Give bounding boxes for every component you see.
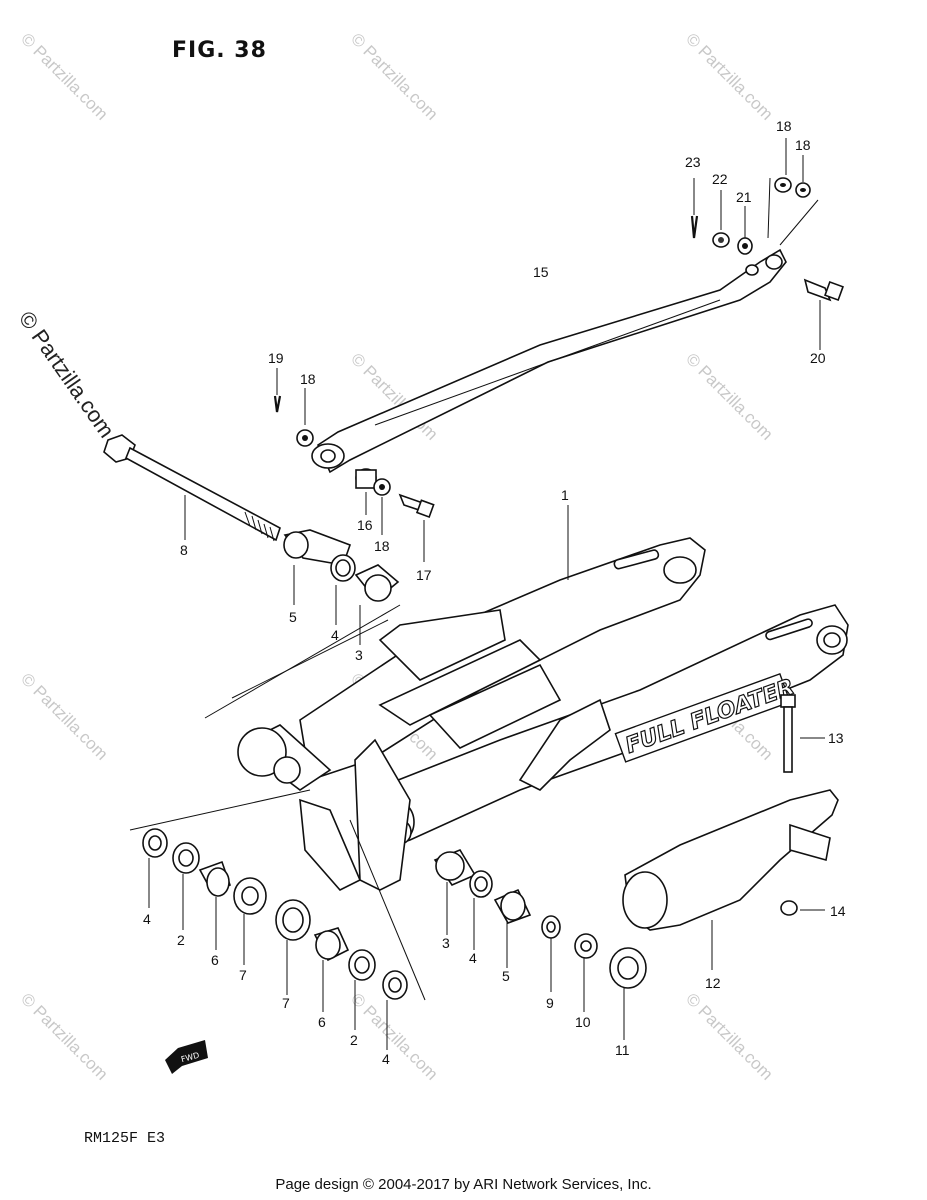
part-13-bolt — [780, 694, 825, 773]
parts-3-4-5-upper — [204, 529, 401, 719]
callout-3: 3 — [355, 647, 363, 663]
watermark: © Partzilla.com — [14, 307, 120, 443]
part-14-nut — [780, 900, 825, 916]
watermark: © Partzilla.com — [682, 29, 776, 123]
part-8-pivot-bolt — [103, 434, 281, 542]
watermark: © Partzilla.com — [347, 29, 441, 123]
model-code: RM125F E3 — [84, 1130, 166, 1147]
callout-4: 4 — [143, 911, 151, 927]
callout-2: 2 — [177, 932, 185, 948]
callout-7: 7 — [282, 995, 290, 1011]
parts-lower-right-stack — [433, 849, 647, 1040]
callout-18: 18 — [374, 538, 390, 554]
part-1-swingarm: FULL FLOATER — [237, 505, 849, 891]
callout-23: 23 — [685, 154, 701, 170]
callout-6: 6 — [318, 1014, 326, 1030]
watermark: © Partzilla.com — [17, 669, 111, 763]
callout-5: 5 — [289, 609, 297, 625]
callout-12: 12 — [705, 975, 721, 991]
callout-5: 5 — [502, 968, 510, 984]
callout-18: 18 — [300, 371, 316, 387]
callout-7: 7 — [239, 967, 247, 983]
callout-4: 4 — [331, 627, 339, 643]
watermark: © Partzilla.com — [682, 349, 776, 443]
part-20-bolt — [803, 278, 844, 350]
watermark: © Partzilla.com — [17, 29, 111, 123]
callout-labels: 1 15 23 22 21 18 18 20 19 18 16 18 17 8 … — [143, 118, 846, 1067]
callout-4: 4 — [469, 950, 477, 966]
callout-1: 1 — [561, 487, 569, 503]
callout-19: 19 — [268, 350, 284, 366]
parts-18-23-hardware — [690, 138, 844, 350]
callout-13: 13 — [828, 730, 844, 746]
watermark: © Partzilla.com — [347, 989, 441, 1083]
parts-lower-middle-stack — [275, 819, 426, 1050]
callout-18: 18 — [776, 118, 792, 134]
callout-21: 21 — [736, 189, 752, 205]
callout-6: 6 — [211, 952, 219, 968]
callout-3: 3 — [442, 935, 450, 951]
callout-8: 8 — [180, 542, 188, 558]
part-15-link-rod — [311, 248, 787, 474]
callout-11: 11 — [615, 1042, 630, 1058]
parts-lower-left-stack — [129, 789, 311, 965]
callout-14: 14 — [830, 903, 846, 919]
callout-4: 4 — [382, 1051, 390, 1067]
callout-22: 22 — [712, 171, 728, 187]
callout-16: 16 — [357, 517, 373, 533]
callout-20: 20 — [810, 350, 826, 366]
callout-10: 10 — [575, 1014, 591, 1030]
part-12-chain-guide — [622, 789, 839, 970]
part-17-bolt — [398, 493, 435, 562]
callout-17: 17 — [416, 567, 432, 583]
callout-2: 2 — [350, 1032, 358, 1048]
fwd-arrow-icon: FWD — [165, 1040, 208, 1074]
page-footer: Page design © 2004-2017 by ARI Network S… — [275, 1176, 652, 1193]
watermark: © Partzilla.com — [17, 989, 111, 1083]
figure-title: FIG. 38 — [172, 38, 267, 63]
watermark: © Partzilla.com — [682, 989, 776, 1083]
parts-16-19-hardware — [273, 368, 435, 562]
callout-9: 9 — [546, 995, 554, 1011]
callout-15: 15 — [533, 264, 549, 280]
callout-18: 18 — [795, 137, 811, 153]
